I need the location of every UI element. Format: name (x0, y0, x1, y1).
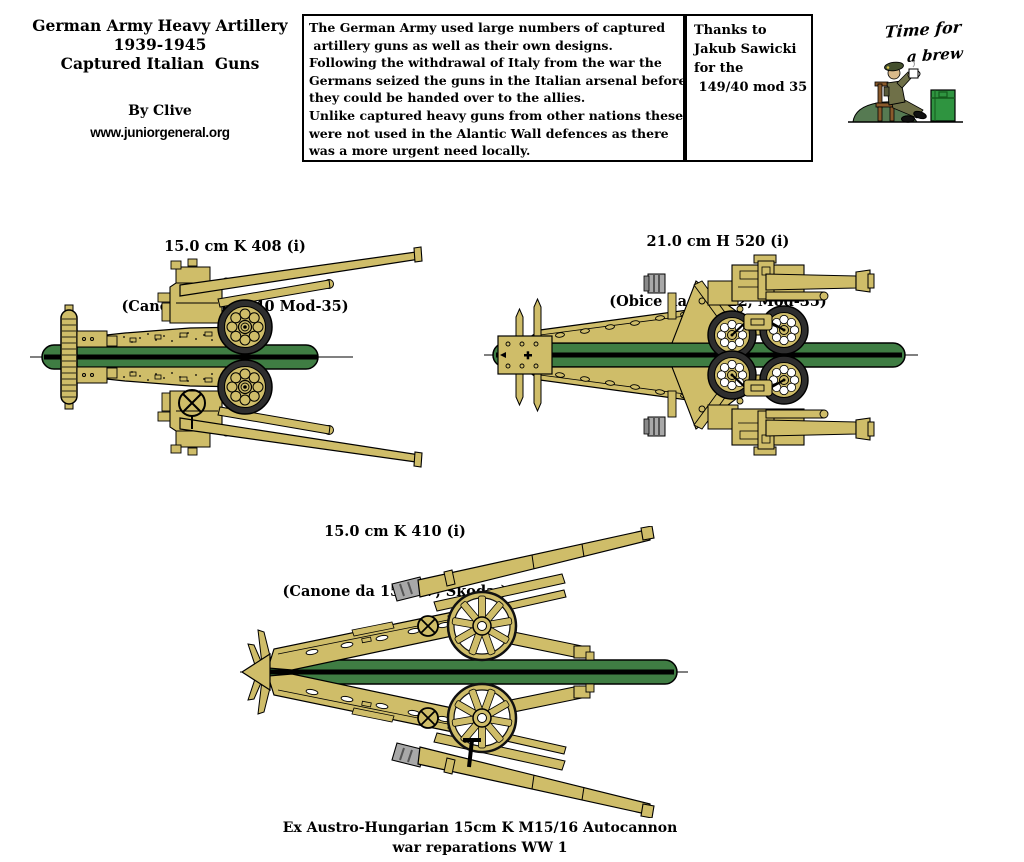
title-line: Captured Italian Guns (60, 54, 260, 73)
description-line: was a more urgent need locally. (309, 143, 531, 159)
gun-h520-illustration (484, 254, 918, 457)
gun-name: 15.0 cm K 408 (i) (164, 238, 306, 255)
description-line: were not used in the Alantic Wall defenc… (309, 125, 669, 141)
footer-caption: Ex Austro-Hungarian 15cm K M15/16 Autoca… (230, 818, 730, 858)
thanks-line: for the (694, 61, 744, 76)
byline: By Clive (128, 103, 192, 119)
gun-k408-illustration (30, 246, 423, 468)
description-line: The German Army used large numbers of ca… (309, 20, 666, 35)
title-line: German Army Heavy Artillery (32, 16, 288, 35)
gun-name: 15.0 cm K 410 (i) (324, 523, 466, 540)
title-line: 1939-1945 (113, 35, 207, 54)
thanks-line: Thanks to (694, 23, 767, 38)
description-line: they could be handed over to the allies. (309, 90, 586, 106)
thanks-line: 149/40 mod 35 (694, 80, 808, 95)
thanks-box: Thanks to Jakub Sawicki for the 149/40 m… (685, 14, 813, 162)
page-title: German Army Heavy Artillery 1939-1945 Ca… (12, 16, 308, 73)
description-line: artillery guns as well as their own desi… (309, 37, 613, 53)
description-line: Following the withdrawal of Italy from t… (309, 55, 662, 71)
gun-name: 21.0 cm H 520 (i) (646, 233, 790, 250)
website-url: www.juniorgeneral.org (90, 125, 230, 140)
description-box: The German Army used large numbers of ca… (302, 14, 685, 162)
footer-line: war reparations WW 1 (392, 840, 568, 856)
footer-line: Ex Austro-Hungarian 15cm K M15/16 Autoca… (282, 820, 678, 836)
thanks-line: Jakub Sawicki (694, 42, 797, 57)
gun-k410-illustration (240, 526, 688, 818)
description-line: Unlike captured heavy guns from other na… (309, 107, 684, 123)
tea-break-soldier-illustration (848, 60, 963, 123)
description-line: Germans seized the guns in the Italian a… (309, 72, 685, 88)
brew-caption-line1: Time for (884, 17, 962, 42)
